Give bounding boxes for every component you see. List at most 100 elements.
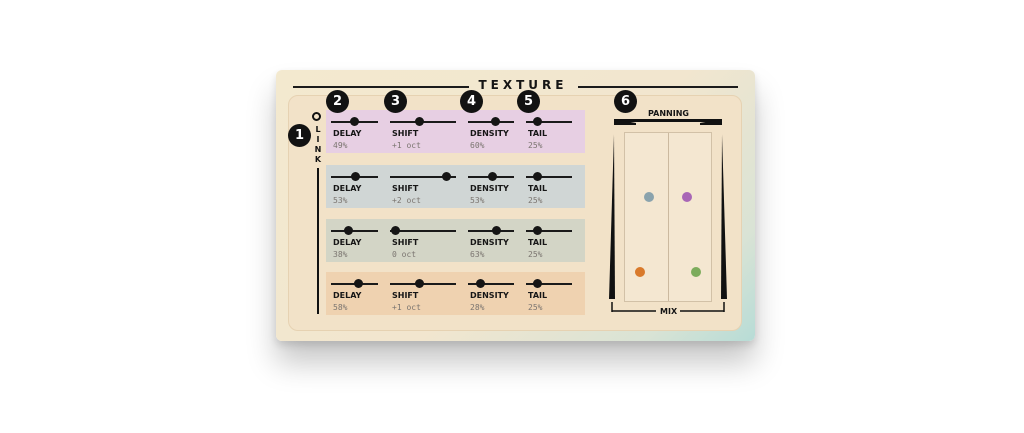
tail-slider[interactable]: [526, 279, 572, 289]
pan-mix-pad[interactable]: [624, 132, 712, 302]
density-slider[interactable]: [468, 226, 514, 236]
delay-value: 49%: [333, 141, 348, 150]
shift-value: +1 oct: [392, 303, 421, 312]
tail-slider-track: [526, 230, 572, 232]
shift-slider[interactable]: [390, 117, 456, 127]
tail-control: TAIL 25%: [526, 110, 572, 153]
density-label: DENSITY: [470, 238, 509, 247]
delay-slider[interactable]: [331, 172, 378, 182]
delay-label: DELAY: [333, 238, 362, 247]
delay-slider-knob[interactable]: [344, 226, 354, 235]
shift-slider[interactable]: [390, 279, 456, 289]
tail-slider[interactable]: [526, 226, 572, 236]
shift-slider-track: [390, 176, 456, 178]
density-slider[interactable]: [468, 117, 514, 127]
density-slider-track: [468, 230, 514, 232]
tail-slider-knob[interactable]: [533, 226, 542, 235]
tail-slider-track: [526, 121, 572, 123]
tail-slider-knob[interactable]: [533, 279, 542, 288]
shift-slider-knob[interactable]: [441, 172, 451, 181]
tail-label: TAIL: [528, 291, 548, 300]
tail-control: TAIL 25%: [526, 272, 572, 315]
callout-4: 4: [460, 90, 483, 113]
density-slider-track: [468, 121, 514, 123]
delay-slider-track: [331, 230, 378, 232]
tail-label: TAIL: [528, 238, 548, 247]
tail-slider[interactable]: [526, 172, 572, 182]
link-bracket-line: [317, 168, 319, 314]
density-slider-knob[interactable]: [476, 279, 486, 288]
delay-control: DELAY 58%: [331, 272, 378, 315]
delay-value: 53%: [333, 196, 348, 205]
delay-slider[interactable]: [331, 279, 378, 289]
texture-row-4: DELAY 58% SHIFT+1 oct DENSITY 28% TAIL 25%: [326, 272, 585, 315]
density-slider[interactable]: [468, 279, 514, 289]
tail-label: TAIL: [528, 129, 548, 138]
density-label: DENSITY: [470, 129, 509, 138]
tail-slider-track: [526, 283, 572, 285]
pan-mix-frame: [609, 119, 727, 312]
delay-slider[interactable]: [331, 117, 378, 127]
tail-value: 25%: [528, 141, 543, 150]
shift-control: SHIFT+1 oct: [390, 272, 456, 315]
callout-3: 3: [384, 90, 407, 113]
density-slider-knob[interactable]: [491, 117, 501, 126]
voice-dot-3[interactable]: [634, 267, 645, 278]
voice-dot-1[interactable]: [644, 191, 655, 202]
callout-1: 1: [288, 124, 311, 147]
callout-6: 6: [614, 90, 637, 113]
mix-label: MIX: [660, 307, 678, 316]
shift-label: SHIFT: [392, 184, 419, 193]
delay-slider-knob[interactable]: [349, 117, 359, 126]
density-value: 60%: [470, 141, 485, 150]
delay-value: 58%: [333, 303, 348, 312]
link-label: LINK: [314, 125, 322, 164]
density-label: DENSITY: [470, 291, 509, 300]
callout-5: 5: [517, 90, 540, 113]
link-toggle[interactable]: [312, 112, 321, 121]
tail-value: 25%: [528, 250, 543, 259]
shift-value: +2 oct: [392, 196, 421, 205]
voice-dot-4[interactable]: [691, 267, 702, 278]
density-value: 53%: [470, 196, 485, 205]
shift-slider[interactable]: [390, 226, 456, 236]
density-control: DENSITY 28%: [468, 272, 514, 315]
delay-slider-knob[interactable]: [353, 279, 363, 288]
delay-slider[interactable]: [331, 226, 378, 236]
shift-slider[interactable]: [390, 172, 456, 182]
density-value: 28%: [470, 303, 485, 312]
tail-slider-knob[interactable]: [533, 172, 542, 181]
density-slider[interactable]: [468, 172, 514, 182]
density-slider-knob[interactable]: [492, 226, 502, 235]
voice-dot-2[interactable]: [681, 191, 692, 202]
shift-slider-track: [390, 230, 456, 232]
shift-slider-knob[interactable]: [415, 279, 425, 288]
shift-value: +1 oct: [392, 141, 421, 150]
shift-slider-knob[interactable]: [415, 117, 425, 126]
tail-value: 25%: [528, 196, 543, 205]
density-slider-knob[interactable]: [487, 172, 497, 181]
module-title: TEXTURE: [478, 78, 568, 92]
tail-slider-track: [526, 176, 572, 178]
delay-label: DELAY: [333, 291, 362, 300]
tail-slider[interactable]: [526, 117, 572, 127]
shift-slider-knob[interactable]: [390, 226, 400, 235]
texture-row-1: DELAY 49% SHIFT +1 oct DENSITY 60% TAIL 25%: [326, 110, 585, 153]
shift-control: SHIFT +1 oct: [390, 110, 456, 153]
delay-slider-knob[interactable]: [351, 172, 361, 181]
title-rule-left: [293, 86, 469, 88]
shift-control: SHIFT +2 oct: [390, 165, 456, 208]
callout-2: 2: [326, 90, 349, 113]
tail-slider-knob[interactable]: [533, 117, 542, 126]
panning-label: PANNING: [648, 109, 689, 118]
tail-value: 25%: [528, 303, 543, 312]
delay-control: DELAY 49%: [331, 110, 378, 153]
delay-label: DELAY: [333, 129, 362, 138]
shift-label: SHIFT: [392, 129, 419, 138]
